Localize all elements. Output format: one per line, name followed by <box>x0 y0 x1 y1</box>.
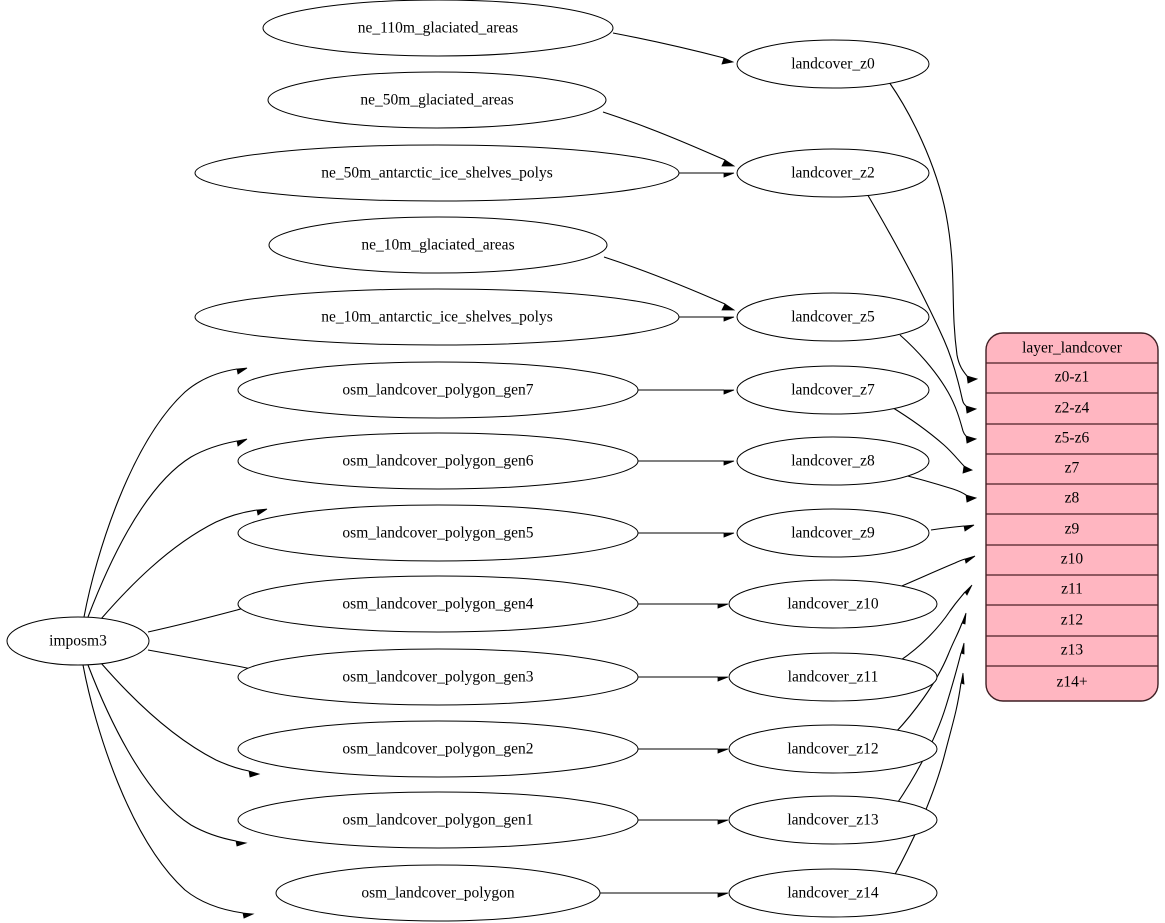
edge-gen6-to-z8 <box>637 460 735 466</box>
edge-gen4-to-z10 <box>637 603 729 609</box>
edge-imposm3-to-polygon <box>82 664 255 919</box>
node-landcover-z13[interactable]: landcover_z13 <box>728 795 938 845</box>
edge-gen3-to-z11 <box>637 676 729 682</box>
node-label: landcover_z14 <box>787 885 878 902</box>
edge-z9-to-row-z9 <box>930 524 975 532</box>
table-row-z5-z6[interactable]: z5-z6 <box>1055 430 1090 447</box>
node-label: landcover_z5 <box>791 309 875 326</box>
edge-gen1-to-z13 <box>637 819 729 825</box>
table-row-z9[interactable]: z9 <box>1065 521 1080 538</box>
node-label: landcover_z2 <box>791 165 875 182</box>
node-ne-50m-antarctic-ice-shelves-polys[interactable]: ne_50m_antarctic_ice_shelves_polys <box>194 144 680 202</box>
node-label: landcover_z10 <box>787 596 878 613</box>
table-row-z14plus[interactable]: z14+ <box>1056 674 1087 691</box>
edge-z8-to-row-z8 <box>895 472 978 503</box>
node-osm-landcover-polygon-gen7[interactable]: osm_landcover_polygon_gen7 <box>237 361 639 419</box>
table-row-z8[interactable]: z8 <box>1065 490 1080 507</box>
edge-imposm3-to-gen1 <box>87 664 248 847</box>
node-osm-landcover-polygon-gen4[interactable]: osm_landcover_polygon_gen4 <box>237 575 639 633</box>
edge-z7-to-row-z7 <box>889 405 974 474</box>
table-layer-landcover[interactable]: layer_landcover z0-z1 z2-z4 z5-z6 z7 z8 … <box>985 332 1159 702</box>
edge-z0-to-row-z0z1 <box>888 81 979 384</box>
node-label: ne_50m_glaciated_areas <box>360 92 513 109</box>
node-label: osm_landcover_polygon_gen4 <box>342 596 533 613</box>
edge-layer <box>82 32 979 919</box>
table-header-label: layer_landcover <box>1022 340 1123 357</box>
node-label: osm_landcover_polygon_gen7 <box>342 382 533 399</box>
node-label: ne_50m_antarctic_ice_shelves_polys <box>321 165 553 182</box>
edge-z11-to-row-z11 <box>900 584 973 661</box>
node-label: landcover_z13 <box>787 812 878 829</box>
edge-ne110m-to-z0 <box>612 32 735 65</box>
node-osm-landcover-polygon-gen3[interactable]: osm_landcover_polygon_gen3 <box>237 648 639 706</box>
node-landcover-z10[interactable]: landcover_z10 <box>728 579 938 629</box>
node-label: imposm3 <box>49 633 107 650</box>
node-osm-landcover-polygon-gen6[interactable]: osm_landcover_polygon_gen6 <box>237 432 639 490</box>
edge-gen7-to-z7 <box>637 389 735 395</box>
edge-ne10m-glaciated-to-z5 <box>603 256 736 311</box>
node-landcover-z0[interactable]: landcover_z0 <box>736 39 930 89</box>
node-landcover-z8[interactable]: landcover_z8 <box>736 436 930 486</box>
edge-polygon-to-z14 <box>600 892 729 898</box>
node-osm-landcover-polygon-gen1[interactable]: osm_landcover_polygon_gen1 <box>237 791 639 849</box>
node-ne-10m-glaciated-areas[interactable]: ne_10m_glaciated_areas <box>268 216 608 274</box>
node-label: osm_landcover_polygon_gen5 <box>342 525 533 542</box>
node-label: landcover_z8 <box>791 453 875 470</box>
edge-z13-to-row-z13 <box>895 642 965 806</box>
node-osm-landcover-polygon-gen2[interactable]: osm_landcover_polygon_gen2 <box>237 720 639 778</box>
edge-z5-to-row-z5z6 <box>899 334 978 444</box>
node-landcover-z7[interactable]: landcover_z7 <box>736 365 930 415</box>
node-landcover-z14[interactable]: landcover_z14 <box>728 868 938 918</box>
edge-imposm3-to-gen5 <box>100 508 268 620</box>
node-layer: ne_110m_glaciated_areas ne_50m_glaciated… <box>6 0 1159 922</box>
node-label: ne_110m_glaciated_areas <box>358 20 518 37</box>
node-imposm3[interactable]: imposm3 <box>6 616 150 666</box>
node-label: landcover_z12 <box>787 741 878 758</box>
node-label: landcover_z11 <box>788 669 879 686</box>
edge-z14-to-row-z14plus <box>892 672 965 879</box>
table-row-z12[interactable]: z12 <box>1061 612 1083 629</box>
node-osm-landcover-polygon-gen5[interactable]: osm_landcover_polygon_gen5 <box>237 504 639 562</box>
table-row-z10[interactable]: z10 <box>1061 551 1084 568</box>
table-row-z13[interactable]: z13 <box>1061 642 1084 659</box>
edge-imposm3-to-gen2 <box>100 662 261 778</box>
edge-imposm3-to-gen7 <box>83 367 248 618</box>
table-row-z2-z4[interactable]: z2-z4 <box>1055 400 1090 417</box>
node-landcover-z11[interactable]: landcover_z11 <box>728 652 938 702</box>
node-label: ne_10m_antarctic_ice_shelves_polys <box>321 309 553 326</box>
table-row-z0-z1[interactable]: z0-z1 <box>1055 369 1089 386</box>
node-ne-10m-antarctic-ice-shelves-polys[interactable]: ne_10m_antarctic_ice_shelves_polys <box>194 288 680 346</box>
table-row-z7[interactable]: z7 <box>1065 460 1080 477</box>
node-landcover-z9[interactable]: landcover_z9 <box>736 508 930 558</box>
table-row-z11[interactable]: z11 <box>1061 581 1083 598</box>
edge-z12-to-row-z12 <box>894 612 967 734</box>
edge-ne50m-antarctic-to-z2 <box>679 172 735 178</box>
node-label: osm_landcover_polygon_gen3 <box>342 669 533 686</box>
node-ne-50m-glaciated-areas[interactable]: ne_50m_glaciated_areas <box>267 71 607 129</box>
edge-ne10m-antarctic-to-z5 <box>679 316 735 322</box>
edge-imposm3-to-gen6 <box>87 438 248 618</box>
node-landcover-z12[interactable]: landcover_z12 <box>728 724 938 774</box>
node-label: osm_landcover_polygon_gen2 <box>342 741 533 758</box>
edge-gen5-to-z9 <box>637 532 735 538</box>
node-landcover-z2[interactable]: landcover_z2 <box>736 148 930 198</box>
edge-z2-to-row-z2z4 <box>865 191 978 414</box>
node-label: osm_landcover_polygon_gen6 <box>342 453 533 470</box>
node-landcover-z5[interactable]: landcover_z5 <box>736 292 930 342</box>
node-osm-landcover-polygon[interactable]: osm_landcover_polygon <box>275 864 601 922</box>
node-label: osm_landcover_polygon_gen1 <box>342 812 533 829</box>
node-label: osm_landcover_polygon <box>361 885 515 902</box>
edge-z10-to-row-z10 <box>896 555 976 589</box>
edge-ne50m-glaciated-to-z2 <box>602 111 736 167</box>
node-label: ne_10m_glaciated_areas <box>361 237 514 254</box>
edge-gen2-to-z12 <box>637 748 729 754</box>
node-label: landcover_z7 <box>791 382 875 399</box>
node-label: landcover_z0 <box>791 56 875 73</box>
node-ne-110m-glaciated-areas[interactable]: ne_110m_glaciated_areas <box>262 0 614 57</box>
node-label: landcover_z9 <box>791 525 875 542</box>
